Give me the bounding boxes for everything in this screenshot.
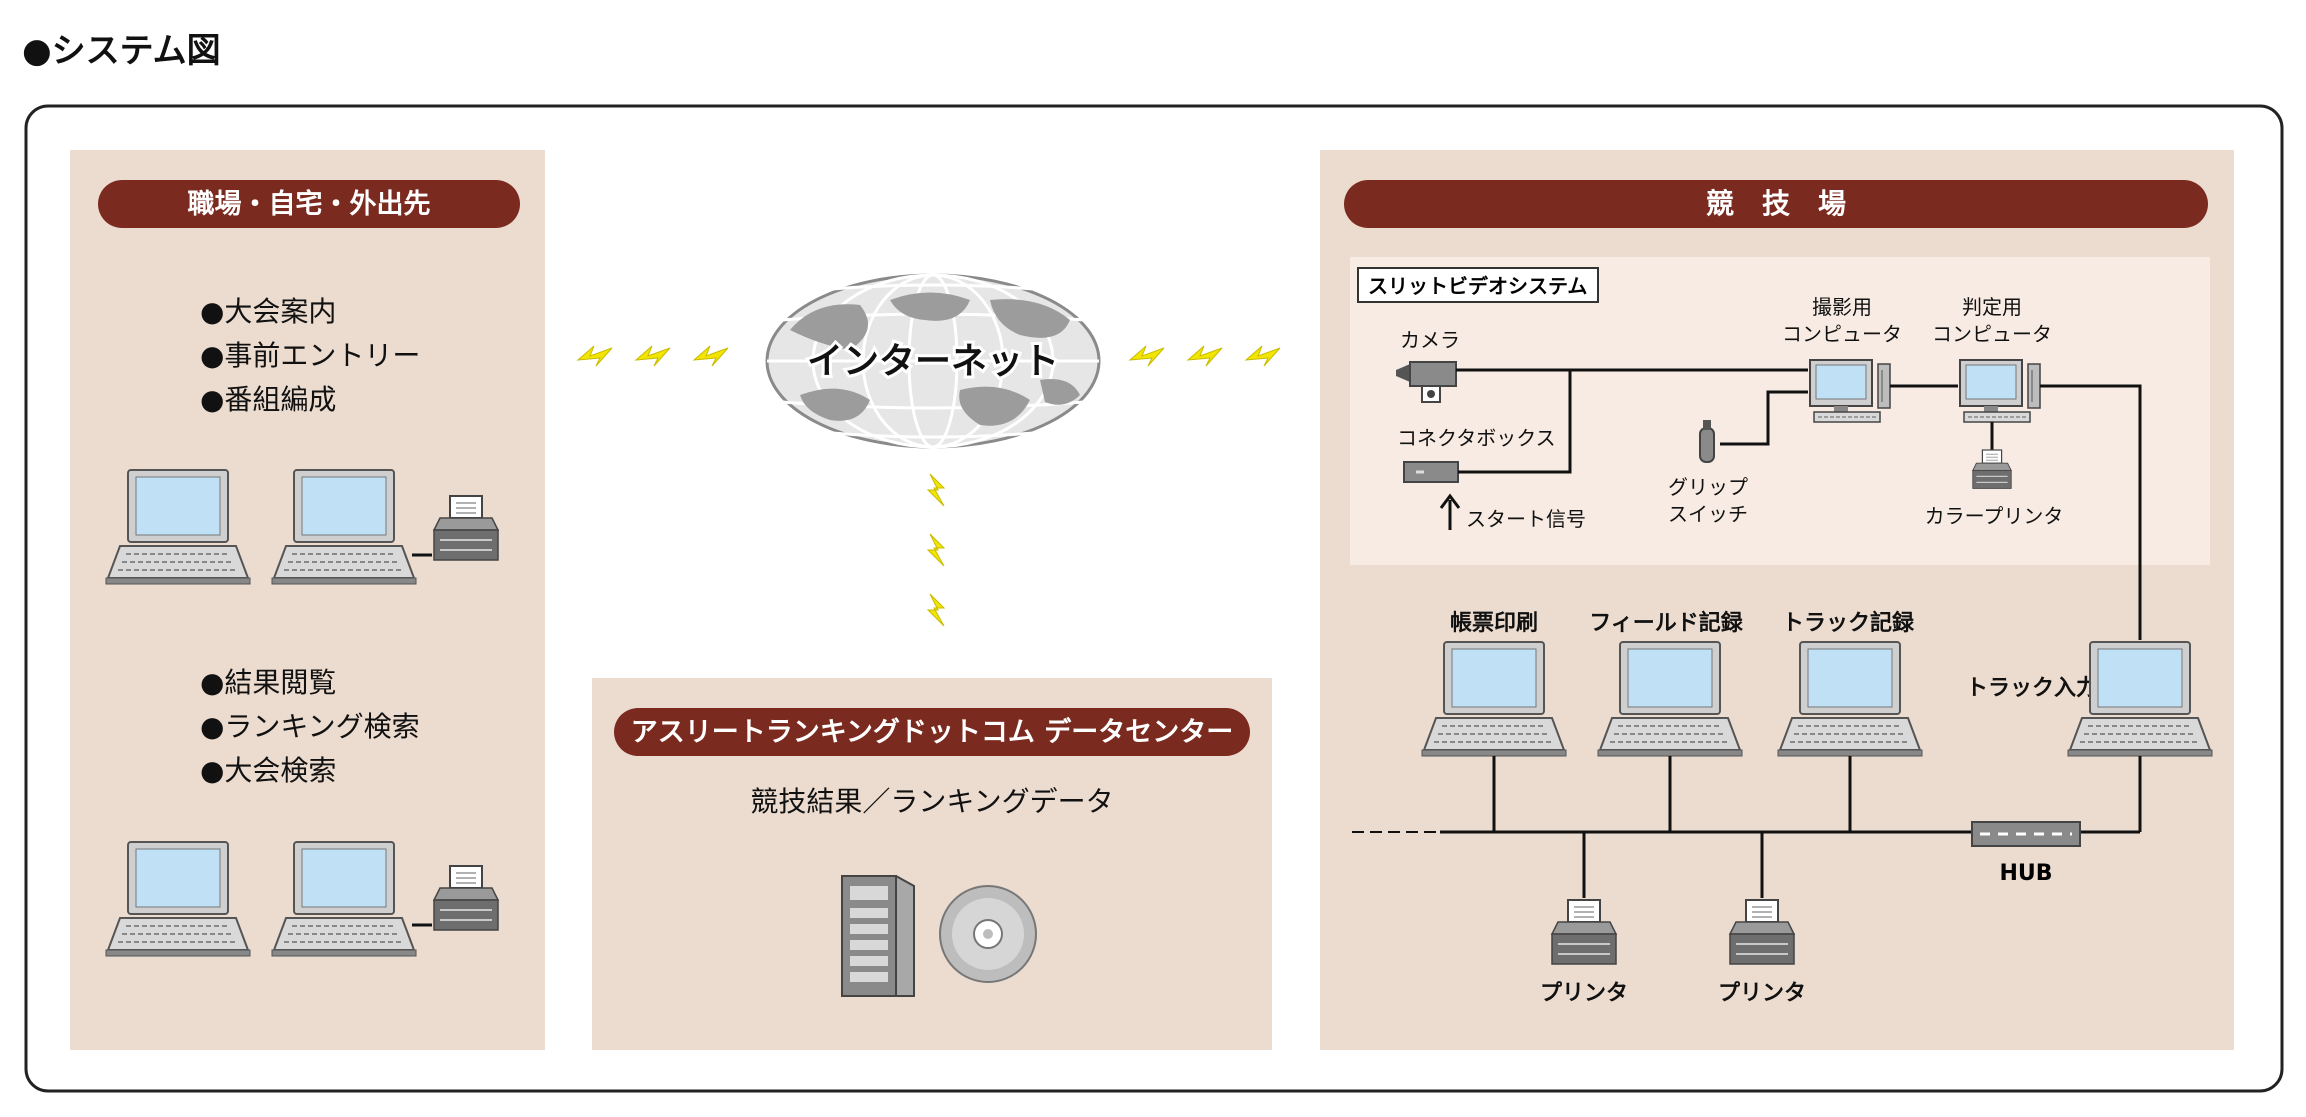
left-panel-header-bg <box>98 180 520 228</box>
desktop-pc-icon <box>1959 359 2041 423</box>
left-item-1: ●大会案内 <box>200 295 336 328</box>
laptop-icon <box>1597 641 1743 757</box>
laptop-icon <box>271 469 417 585</box>
datacenter-subtitle: 競技結果／ランキングデータ <box>750 785 1113 818</box>
connector-box-icon <box>1403 461 1459 483</box>
left-item-2: ●事前エントリー <box>200 339 420 372</box>
hub-icon <box>1971 821 2081 847</box>
cd-disc-icon <box>939 885 1037 983</box>
field-record-label: フィールド記録 <box>1589 610 1744 636</box>
venue-panel: 競 技 場 スリットビデオシステム カメラ コネクタボックス スタート信号 <box>1320 150 2234 1050</box>
hub-label: HUB <box>1999 861 2052 886</box>
left-item-6: ●大会検索 <box>200 754 336 787</box>
up-arrow-icon <box>1439 493 1461 530</box>
shooting-pc-label-1: 撮影用 <box>1812 295 1872 319</box>
left-item-3: ●番組編成 <box>200 383 336 416</box>
laptop-icon <box>1777 641 1923 757</box>
left-panel-header: 職場・自宅・外出先 <box>188 188 431 220</box>
left-panel: 職場・自宅・外出先 ●大会案内 ●事前エントリー ●番組編成 ●結果閲覧 ●ラン… <box>70 150 545 1050</box>
camera-icon <box>1396 361 1457 403</box>
desktop-pc-icon <box>1809 359 1891 423</box>
track-record-label: トラック記録 <box>1782 610 1915 636</box>
judging-pc-label-1: 判定用 <box>1962 295 2022 319</box>
laptop-icon <box>271 841 417 957</box>
form-print-label: 帳票印刷 <box>1450 611 1538 636</box>
left-item-5: ●ランキング検索 <box>200 710 420 743</box>
printer-label-1: プリンタ <box>1540 981 1628 1006</box>
laptop-icon <box>2067 641 2213 757</box>
datacenter-header: アスリートランキングドットコム データセンター <box>631 716 1234 748</box>
internet-globe: インターネット <box>765 273 1101 449</box>
datacenter-panel: アスリートランキングドットコム データセンター 競技結果／ランキングデータ <box>592 678 1272 1050</box>
grip-switch-label-2: スイッチ <box>1668 502 1748 526</box>
slit-video-system: スリットビデオシステム カメラ コネクタボックス スタート信号 <box>1350 257 2210 640</box>
judging-pc-label-2: コンピュータ <box>1932 322 2052 346</box>
laptop-icon <box>105 841 251 957</box>
shooting-pc-label-2: コンピュータ <box>1782 322 1902 346</box>
start-signal-label: スタート信号 <box>1466 507 1586 531</box>
page-title: ●システム図 <box>22 31 221 71</box>
color-printer-label: カラープリンタ <box>1925 504 2064 528</box>
internet-label: インターネット <box>807 341 1059 382</box>
server-icon <box>841 875 915 997</box>
connector-box-label: コネクタボックス <box>1397 426 1556 450</box>
slit-video-title: スリットビデオシステム <box>1368 274 1587 298</box>
laptop-icon <box>1421 641 1567 757</box>
grip-switch-icon <box>1699 420 1715 463</box>
laptop-icon <box>105 469 251 585</box>
camera-label: カメラ <box>1400 328 1460 352</box>
grip-switch-label-1: グリップ <box>1668 475 1748 499</box>
left-item-4: ●結果閲覧 <box>200 666 336 699</box>
track-input-label: トラック入力 <box>1966 676 2098 701</box>
printer-label-2: プリンタ <box>1718 981 1806 1006</box>
venue-header: 競 技 場 <box>1706 187 1846 220</box>
